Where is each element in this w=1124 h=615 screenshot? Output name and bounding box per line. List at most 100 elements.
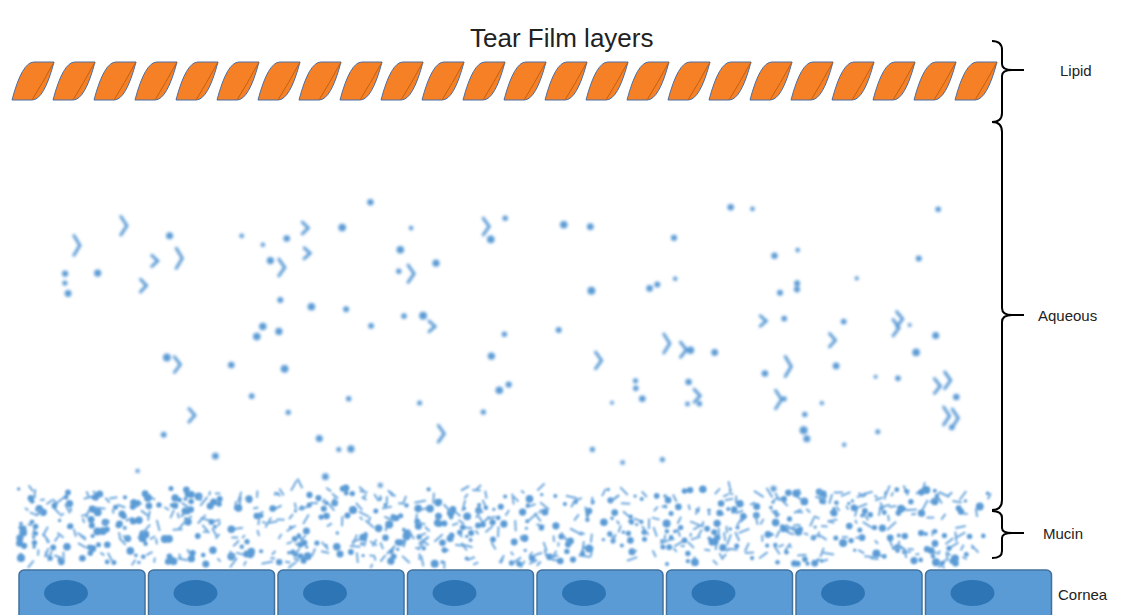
aqueous-bracket (992, 122, 1012, 510)
mucin-strand (360, 517, 363, 520)
mucin-dot (344, 513, 350, 519)
aqueous-dot (496, 386, 504, 394)
aqueous-dot (803, 435, 810, 442)
bracket-tick (1012, 69, 1024, 71)
mucin-strand (432, 493, 435, 504)
aqueous-protein (121, 217, 127, 235)
mucin-dot (820, 491, 826, 497)
mucin-strand (386, 496, 388, 505)
mucin-dot (669, 511, 674, 516)
mucin-strand (380, 543, 383, 550)
mucin-dot (580, 551, 585, 556)
mucin-dot (564, 549, 569, 554)
mucin-dot (447, 535, 454, 542)
aqueous-protein (776, 390, 782, 408)
aqueous-dot (587, 223, 594, 230)
mucin-dot (525, 527, 528, 530)
mucin-dot (16, 535, 23, 542)
mucin-strand (421, 556, 423, 567)
mucin-strand (78, 543, 86, 548)
mucin-strand (553, 536, 555, 542)
layer-label: Cornea (1058, 586, 1107, 603)
mucin-strand (181, 514, 184, 517)
mucin-dot (96, 542, 101, 547)
mucin-dot (477, 503, 481, 507)
mucin-dot (780, 524, 785, 529)
mucin-dot (439, 539, 446, 546)
mucin-dot (468, 530, 474, 536)
mucin-dot (52, 503, 58, 509)
mucin-strand (43, 527, 48, 536)
mucin-dot (784, 550, 789, 555)
lipid-fold (442, 62, 464, 100)
mucin-strand (46, 538, 48, 544)
mucin-dot (918, 558, 923, 563)
aqueous-dot (842, 443, 846, 447)
mucin-dot (426, 505, 434, 513)
mucin-dot (475, 523, 481, 529)
mucin-dot (851, 504, 858, 511)
mucin-strand (497, 527, 500, 538)
lipid-twist (504, 62, 546, 100)
mucin-dot (654, 493, 660, 499)
mucin-dot (691, 558, 699, 566)
mucin-strand (279, 488, 283, 495)
mucin-strand (123, 536, 132, 539)
mucin-strand (173, 528, 183, 530)
mucin-strand (353, 535, 357, 545)
mucin-dot (967, 534, 972, 539)
mucin-dot (294, 509, 297, 512)
mucin-strand (374, 557, 377, 561)
aqueous-dot (916, 255, 922, 261)
aqueous-dot (800, 426, 808, 434)
cornea-cell (667, 570, 793, 615)
mucin-strand (380, 555, 385, 561)
mucin-dot (244, 539, 249, 544)
aqueous-dot (711, 349, 718, 356)
aqueous-dot (874, 375, 878, 379)
aqueous-dot (253, 333, 261, 341)
mucin-strand (534, 553, 542, 555)
mucin-strand (570, 529, 580, 534)
mucin-strand (574, 514, 579, 520)
mucin-strand (272, 551, 276, 555)
mucin-strand (698, 530, 702, 537)
mucin-strand (230, 551, 233, 559)
aqueous-dot (267, 257, 274, 264)
mucin-dot (699, 486, 707, 494)
mucin-strand (544, 542, 547, 551)
mucin-strand (715, 488, 720, 494)
mucin-dot (851, 499, 854, 502)
mucin-dot (32, 540, 37, 545)
mucin-strand (788, 532, 794, 534)
mucin-dot (19, 553, 23, 557)
aqueous-dot (771, 253, 777, 259)
mucin-strand (148, 511, 150, 521)
mucin-dot (986, 492, 990, 496)
mucin-strand (836, 507, 839, 512)
mucin-strand (297, 479, 302, 489)
mucin-strand (233, 541, 239, 547)
mucin-strand (370, 555, 376, 557)
mucin-strand (771, 511, 780, 515)
mucin-strand (179, 554, 181, 560)
mucin-strand (535, 513, 541, 521)
mucin-dot (315, 495, 321, 501)
mucin-dot (146, 503, 153, 510)
mucin-dot (91, 496, 95, 500)
mucin-dot (102, 519, 109, 526)
mucin-dot (67, 524, 72, 529)
mucin-strand (760, 519, 763, 525)
mucin-dot (201, 553, 206, 558)
lipid-twist (217, 62, 259, 100)
mucin-dot (375, 525, 383, 533)
mucin-strand (939, 492, 949, 497)
aqueous-dot (777, 290, 783, 296)
mucin-strand (662, 505, 667, 507)
mucin-strand (310, 502, 318, 504)
mucin-strand (462, 500, 465, 511)
mucin-strand (875, 495, 878, 498)
lipid-twist (299, 62, 341, 100)
mucin-dot (585, 545, 593, 553)
mucin-dot (348, 549, 354, 555)
